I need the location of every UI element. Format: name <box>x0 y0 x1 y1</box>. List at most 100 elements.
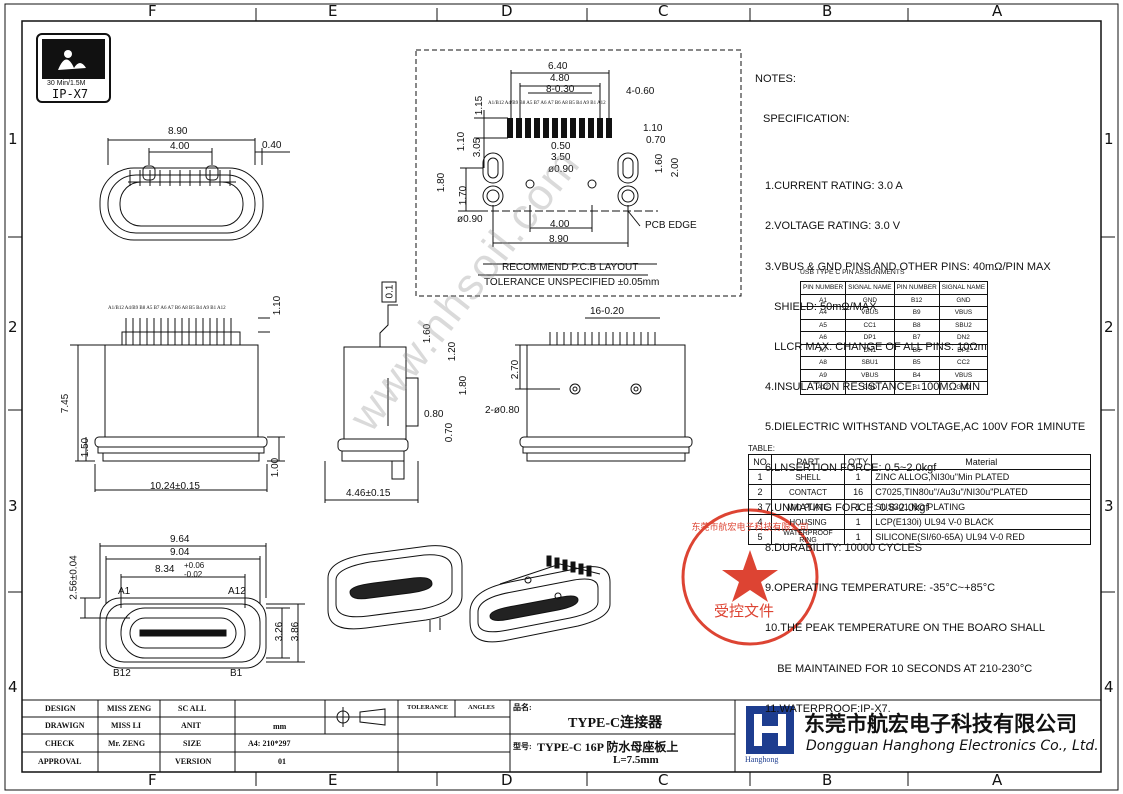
table-cell: CC2 <box>938 356 989 370</box>
dim-rear-height: 2.70 <box>510 359 522 380</box>
dim-pcb-15: 1.70 <box>458 185 470 206</box>
stamp-ring-text: 东莞市航宏电子科技有限公司 <box>691 522 809 532</box>
table-cell: DN2 <box>938 331 989 345</box>
dim-mouth-tol-minus: -0.02 <box>184 570 203 579</box>
table-cell: DP1 <box>845 331 895 345</box>
note-item: 9.OPERATING TEMPERATURE: -35°C~+85°C <box>765 582 996 595</box>
table-cell: 1 <box>748 469 772 485</box>
zone-right-4: 4 <box>1104 678 1114 696</box>
table-cell: CONTACT <box>771 484 845 500</box>
table-header: SIGNAL NAME <box>938 281 989 295</box>
tb-design-label: DESIGN <box>45 704 76 713</box>
dim-mouth-height: 2.56±0.04 <box>68 555 80 600</box>
pcb-edge-label: PCB EDGE <box>645 220 697 231</box>
dim-pcb-5: 1.10 <box>456 131 468 152</box>
note-item: 3.VBUS & GND PINS AND OTHER PINS: 40mΩ/P… <box>765 260 1051 273</box>
tb-company-en: Dongguan Hanghong Electronics Co., Ltd. <box>806 738 1099 754</box>
zone-bottom-f: F <box>148 771 157 789</box>
pin-assignment-table: PIN NUMBER SIGNAL NAME PIN NUMBER SIGNAL… <box>799 281 989 395</box>
tb-version: 01 <box>278 757 286 766</box>
table-header: PIN NUMBER <box>799 281 847 295</box>
dim-rear-pins: 16-0.20 <box>590 306 624 317</box>
front-view-drawing <box>70 317 285 492</box>
mouth-view-drawing <box>80 543 305 669</box>
dim-mouth-inner: 8.34 <box>155 564 175 575</box>
zone-left-4: 4 <box>8 678 18 696</box>
dim-pcb-8: 0.70 <box>646 135 666 146</box>
company-logo <box>746 706 794 754</box>
table-cell: 1 <box>843 499 873 515</box>
iso-view-right <box>469 555 611 643</box>
top-view-drawing <box>99 138 290 241</box>
dim-pcb-10: 3.50 <box>551 152 571 163</box>
table-cell: GND <box>938 381 989 395</box>
waterproof-logo <box>36 33 111 103</box>
dim-pcb-1: 4.80 <box>550 73 570 84</box>
table-cell: B5 <box>893 356 940 370</box>
dim-mouth-h3: 3.86 <box>290 621 302 642</box>
note-item: BE MAINTAINED FOR 10 SECONDS AT 210-230°… <box>765 662 1033 675</box>
tb-angles-label: ANGLES <box>468 704 495 711</box>
zone-right-3: 3 <box>1104 497 1114 515</box>
table-cell: A9 <box>799 368 847 382</box>
dim-pcb-2: 8-0.30 <box>546 84 575 95</box>
zone-top-c: C <box>658 2 669 20</box>
table-cell: 16 <box>843 484 873 500</box>
stamp-center-text: 受控文件 <box>714 602 775 620</box>
table-cell: SILICONE(SI/60-65A) UL94 V-0 RED <box>871 529 1092 545</box>
notes-spec: SPECIFICATION: <box>763 113 850 126</box>
table-cell: 1 <box>843 514 873 530</box>
table-header: Q'TY <box>843 454 873 470</box>
logo-rating: 30 Min/1.5M <box>47 80 86 87</box>
dim-side-3: 1.80 <box>458 375 470 396</box>
table-header: NO <box>748 454 772 470</box>
table-header-row: NO PART Q'TY Material <box>748 454 1092 470</box>
dim-pcb-4: 1.15 <box>474 95 486 116</box>
note-item: 8.DURABILITY: 10000 CYCLES <box>765 542 923 555</box>
table-cell: 1 <box>843 529 873 545</box>
tb-tolerance-label: TOLERANCE <box>407 704 449 711</box>
dim-pcb-13: 2.00 <box>670 157 682 178</box>
dim-pcb-7: 1.10 <box>643 123 663 134</box>
label-a12: A12 <box>228 586 246 597</box>
tb-model-label: 型号: <box>513 742 532 751</box>
dim-pcb-9: 0.50 <box>551 141 571 152</box>
zone-top-b: B <box>822 2 833 20</box>
tb-design-by: MISS ZENG <box>107 704 152 713</box>
table-cell: B8 <box>893 318 940 332</box>
dim-top-offset: 0.40 <box>262 140 282 151</box>
title-block: DESIGN MISS ZENG SC ALL DRAWIGN MISS LI … <box>23 700 1099 770</box>
dim-mouth-mid: 9.04 <box>170 547 190 558</box>
note-item: 1.CURRENT RATING: 3.0 A <box>765 180 903 193</box>
dim-front-flange: 1.50 <box>80 437 92 458</box>
dim-top-pitch: 4.00 <box>170 141 190 152</box>
label-a1: A1 <box>118 586 131 597</box>
zone-top-e: E <box>328 2 338 20</box>
table-header: Material <box>871 454 1092 470</box>
table-cell: VBUS <box>938 368 989 382</box>
table-cell: CC1 <box>845 318 895 332</box>
table-cell: SBU1 <box>845 356 895 370</box>
dim-side-length: 4.46±0.15 <box>346 488 391 499</box>
tb-size: A4: 210*297 <box>248 739 291 748</box>
tb-logo-text: Hanghong <box>745 755 779 764</box>
dim-pcb-6: 3.05 <box>472 137 484 158</box>
note-item: 5.DIELECTRIC WITHSTAND VOLTAGE,AC 100V F… <box>765 421 1086 434</box>
label-b1: B1 <box>230 668 243 679</box>
note-item: 10.THE PEAK TEMPERATURE ON THE BOARO SHA… <box>765 622 1045 635</box>
table-cell: B9 <box>893 306 940 320</box>
tb-unit-label: ANIT <box>181 721 202 730</box>
zone-right-1: 1 <box>1104 130 1114 148</box>
note-item: 11.WATERPROOF:IP-X7. <box>765 702 891 715</box>
dim-pcb-16: ø0.90 <box>457 214 483 225</box>
notes-block: NOTES: SPECIFICATION: 1.CURRENT RATING: … <box>755 46 1085 757</box>
pcb-pin-row: A1/B12 A4/B9 B8 A5 B7 A6 A7 B6 A8 B5 B4 … <box>488 101 606 106</box>
table-header: PIN NUMBER <box>893 281 940 295</box>
tb-model-length: L=7.5mm <box>613 754 659 766</box>
iso-view-left <box>327 545 463 632</box>
